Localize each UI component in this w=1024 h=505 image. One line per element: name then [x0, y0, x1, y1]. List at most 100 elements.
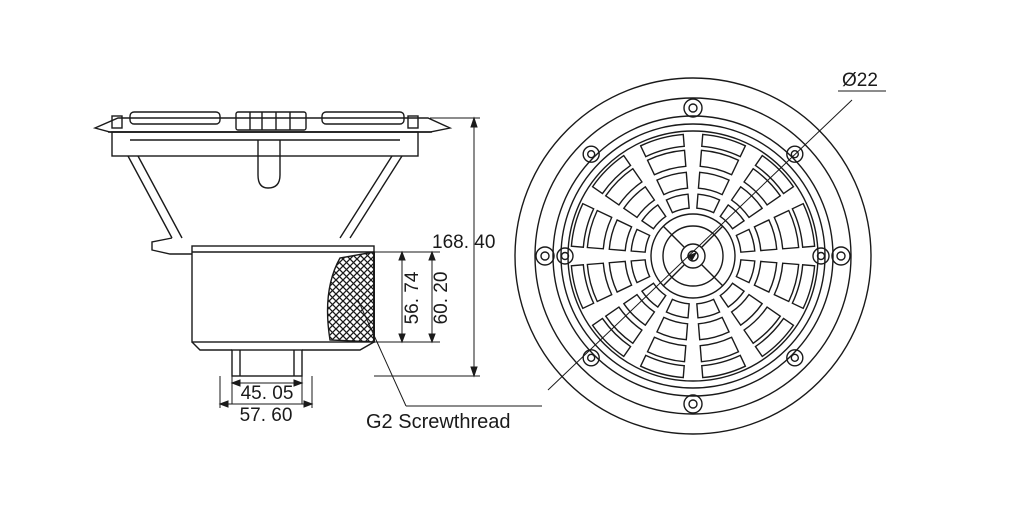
grate-slot — [753, 260, 778, 293]
grate-slot — [696, 298, 721, 319]
center-spoke — [700, 225, 724, 249]
grate-slot — [719, 282, 746, 309]
grate-slot — [604, 306, 643, 345]
grate-slot — [656, 171, 689, 196]
grate-slot — [701, 133, 747, 158]
grate-screw-hole — [582, 145, 600, 163]
grate-slot — [773, 209, 800, 250]
center-spoke — [662, 225, 686, 249]
grate-slot — [604, 167, 643, 206]
grate-screw-hole — [786, 349, 804, 367]
center-spoke — [700, 263, 724, 287]
grate-slot — [699, 149, 740, 176]
grate-screw-hole — [560, 251, 570, 261]
grate-slot — [791, 264, 816, 310]
grate-screw-hole — [816, 251, 826, 261]
outer-screw-hole — [688, 399, 698, 409]
side-lug — [151, 237, 192, 255]
outer-screw-hole — [688, 103, 698, 113]
grate-slot — [697, 316, 730, 341]
grate-slot — [570, 202, 595, 248]
dim-outlet-inner: 45. 05 — [241, 383, 294, 404]
grate-slot — [608, 219, 633, 252]
grate-center — [650, 213, 736, 299]
grate-slot — [639, 354, 685, 379]
outer-screw-hole — [540, 251, 550, 261]
grate-slot — [640, 282, 667, 309]
grate-slot — [630, 259, 651, 284]
bottom-taper — [191, 341, 375, 351]
grate-slot — [608, 260, 633, 293]
center-drop — [257, 140, 281, 189]
grate-screw-hole — [786, 145, 804, 163]
dim-grate-hole: Ø22 — [842, 70, 878, 91]
grate-slot — [640, 203, 667, 230]
grate-slot — [586, 262, 613, 303]
grate-slot — [754, 154, 795, 195]
grate-slot — [639, 133, 685, 158]
outlet-pipe — [231, 349, 303, 377]
grate-slot — [743, 306, 782, 345]
screw-holes — [535, 98, 851, 414]
outer-screw-hole — [831, 246, 851, 266]
grate-slot — [743, 167, 782, 206]
grate-slot — [730, 293, 764, 327]
flange-ring — [534, 97, 852, 415]
thread-knurl — [326, 251, 375, 343]
grate-slot — [719, 203, 746, 230]
grate-screw-hole — [790, 353, 800, 363]
grate-slots — [570, 133, 816, 379]
outer-screw-hole — [836, 251, 846, 261]
grate-screw-hole — [812, 247, 830, 265]
dim-outlet-outer: 57. 60 — [240, 405, 293, 426]
dim-thread-diameter: 60. 20 — [431, 272, 452, 325]
funnel-body — [127, 155, 403, 239]
grate-slot — [622, 185, 656, 219]
grate-slot — [591, 317, 632, 358]
grate-screw-hole — [790, 149, 800, 159]
dim-total-height: 168. 40 — [432, 232, 495, 253]
grate-slot — [735, 228, 756, 253]
dim-thread-length: 56. 74 — [402, 271, 423, 324]
center-spoke — [662, 263, 686, 287]
grate-slot — [591, 154, 632, 195]
grate-slot — [699, 336, 740, 363]
side-view — [92, 111, 453, 377]
grate-slot — [696, 193, 721, 214]
grate-slot — [665, 193, 690, 214]
grate-slot — [665, 298, 690, 319]
grate-boss-right — [321, 111, 405, 125]
grate-slot — [570, 264, 595, 310]
grate-slot — [622, 293, 656, 327]
thread-callout: G2 Screwthread — [366, 411, 511, 433]
grate-slot — [646, 149, 687, 176]
grate-slot — [630, 228, 651, 253]
grate-boss-left — [129, 111, 221, 125]
grate-slot — [730, 185, 764, 219]
grate-screw-hole — [586, 149, 596, 159]
diameter-leader — [547, 90, 886, 391]
grate-slot — [656, 316, 689, 341]
grate-screw-hole — [586, 353, 596, 363]
grate-slot — [701, 354, 747, 379]
grate-slot — [735, 259, 756, 284]
outer-rim — [514, 77, 872, 435]
collar — [111, 131, 419, 157]
top-view — [514, 77, 872, 435]
outer-screw-hole — [535, 246, 555, 266]
grate-screw-hole — [556, 247, 574, 265]
grate-slot — [773, 262, 800, 303]
grate-slot — [586, 209, 613, 250]
grate-slot — [646, 336, 687, 363]
outer-screw-hole — [683, 98, 703, 118]
grate-slot — [791, 202, 816, 248]
outer-screw-hole — [683, 394, 703, 414]
grate-screw-hole — [582, 349, 600, 367]
grate-spokes — [662, 225, 724, 287]
grate-slot — [754, 317, 795, 358]
grate-slot — [697, 171, 730, 196]
side-dimensions — [218, 116, 542, 408]
grate-slot — [753, 219, 778, 252]
